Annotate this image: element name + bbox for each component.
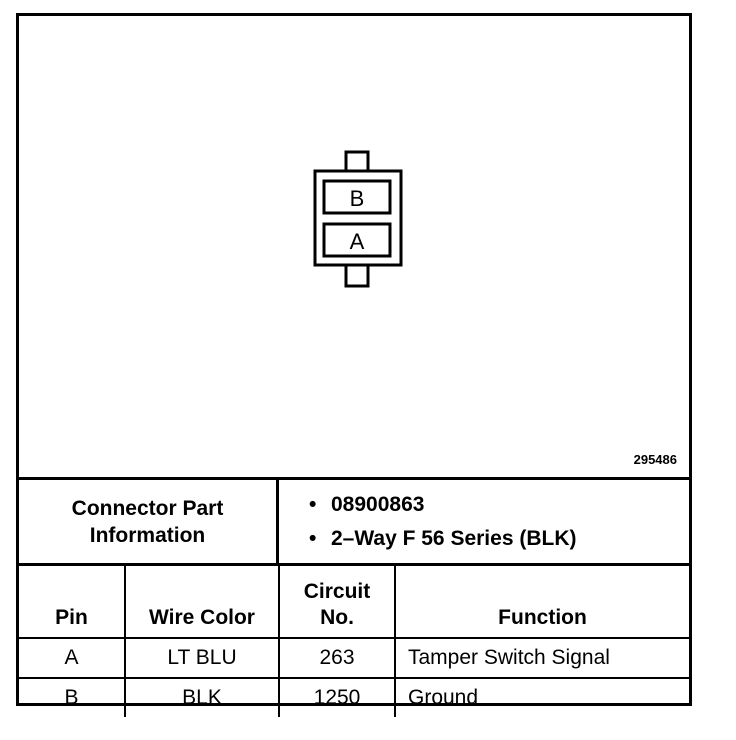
connector-body	[313, 169, 403, 267]
connector-type: 2–Way F 56 Series (BLK)	[331, 526, 577, 550]
function-cell: Ground	[394, 677, 689, 717]
pin-table-header: Pin Wire Color Circuit No. Function	[19, 563, 689, 639]
connector-latch-bottom	[344, 262, 370, 288]
bullet: •	[309, 526, 317, 550]
connector-type-item: • 2–Way F 56 Series (BLK)	[309, 527, 689, 551]
bullet: •	[309, 492, 317, 516]
connector-face-drawing: B A	[313, 150, 403, 288]
circuit-cell: 263	[278, 637, 396, 679]
pin-cell: B	[19, 677, 126, 717]
header-circuit-line2: No.	[320, 606, 354, 629]
part-number: 08900863	[331, 492, 425, 516]
cavity-a-label: A	[350, 229, 365, 254]
table-row: A LT BLU 263 Tamper Switch Signal	[19, 637, 689, 679]
figure-id: 295486	[633, 452, 677, 467]
circuit-cell: 1250	[278, 677, 396, 717]
wire-color-cell: BLK	[124, 677, 280, 717]
part-info-label-line1: Connector Part	[71, 496, 224, 520]
header-circuit: Circuit No.	[278, 563, 396, 639]
header-function: Function	[394, 563, 689, 639]
pin-cell: A	[19, 637, 126, 679]
part-info-label-line2: Information	[89, 523, 206, 547]
part-info-values: • 08900863 • 2–Way F 56 Series (BLK)	[279, 480, 689, 563]
header-wire-color: Wire Color	[124, 563, 280, 639]
function-cell: Tamper Switch Signal	[394, 637, 689, 679]
connector-diagram: B A 295486	[19, 16, 689, 477]
part-info-label: Connector Part Information	[19, 480, 279, 563]
connector-part-info: Connector Part Information • 08900863 • 2–…	[19, 477, 689, 563]
header-circuit-line1: Circuit	[303, 580, 371, 603]
cavity-a	[322, 222, 392, 258]
wire-color-cell: LT BLU	[124, 637, 280, 679]
table-row: B BLK 1250 Ground	[19, 677, 689, 717]
part-number-item: • 08900863	[309, 493, 689, 517]
cavity-b	[322, 179, 392, 215]
cavity-b-label: B	[350, 186, 365, 211]
connector-sheet: B A 295486 Connector Part Information • 0…	[16, 13, 692, 717]
connector-latch-top	[344, 150, 370, 174]
header-pin: Pin	[19, 563, 126, 639]
pin-table: Pin Wire Color Circuit No. Function A LT…	[19, 563, 689, 717]
